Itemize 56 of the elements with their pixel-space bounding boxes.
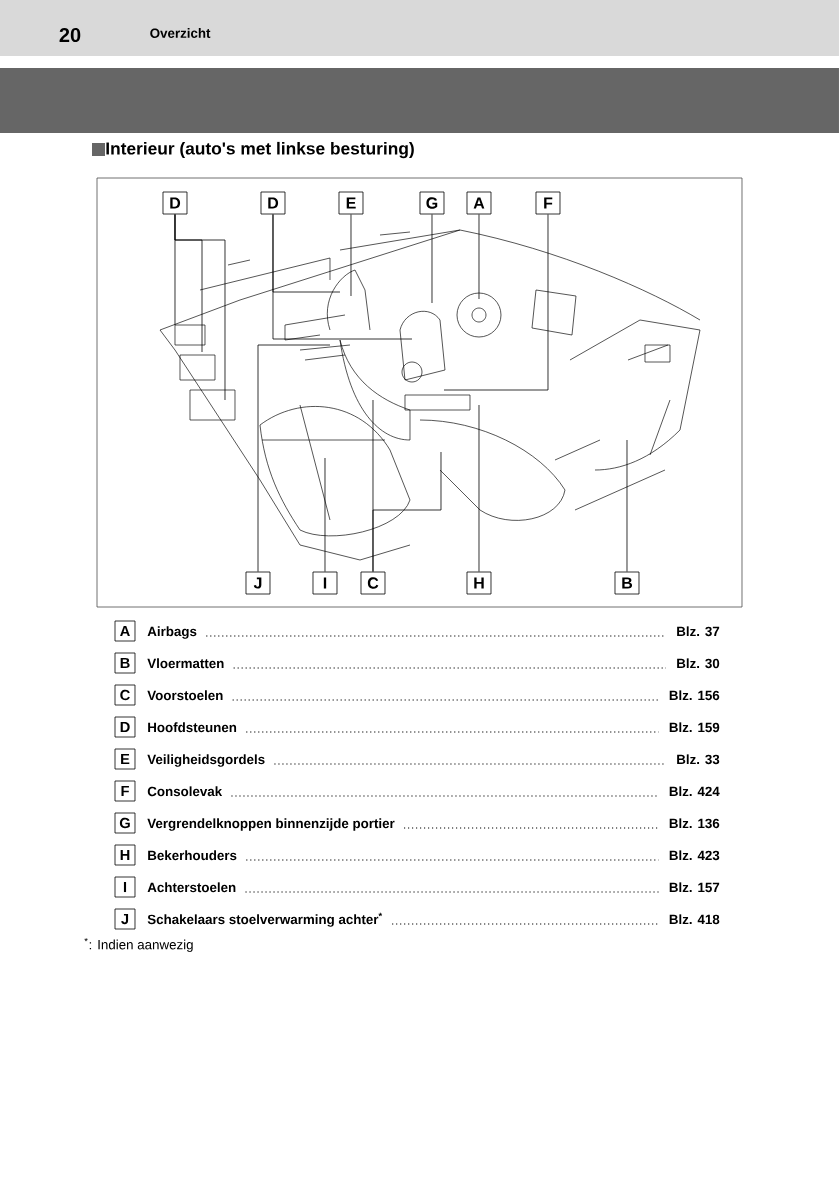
page-number: 20 xyxy=(59,27,81,43)
entry-text: Consolevak xyxy=(147,786,223,797)
heading: Interieur (auto's met linkse besturing) xyxy=(106,141,414,159)
callout-letter: D xyxy=(260,191,286,215)
list-letter: F xyxy=(114,780,136,802)
page-reference: Blz. 30 xyxy=(677,658,720,669)
callout-letter: F xyxy=(535,191,561,215)
entry-text: Hoofdsteunen xyxy=(148,722,237,733)
list-letter: D xyxy=(114,716,136,738)
page-reference: Blz. 33 xyxy=(677,754,720,765)
page-reference: Blz. 136 xyxy=(669,818,720,829)
page-reference: Blz. 37 xyxy=(677,626,720,637)
callout-letter: A xyxy=(466,191,492,215)
leader-line xyxy=(174,214,226,401)
entry-text: Vloermatten xyxy=(147,658,224,669)
list-letter: A xyxy=(114,620,136,642)
list-letter: H xyxy=(114,844,136,866)
leader-line xyxy=(478,404,480,572)
page-reference: Blz. 423 xyxy=(669,850,720,861)
entry-text: Bekerhouders xyxy=(148,850,237,861)
leader-line xyxy=(272,214,413,340)
entry-text: Veiligheidsgordels xyxy=(147,754,265,767)
page-reference: Blz. 157 xyxy=(669,882,720,893)
list-letter: B xyxy=(114,652,136,674)
leader-line xyxy=(478,214,480,300)
leader-line xyxy=(431,214,433,304)
list-letter: E xyxy=(114,748,136,770)
entry-text: Vergrendelknoppen binnenzijde portier xyxy=(147,818,395,831)
leader-line xyxy=(350,214,352,297)
callout-letter: I xyxy=(312,571,338,595)
list-letter: I xyxy=(114,876,136,898)
leader-line xyxy=(443,214,549,391)
leader-line xyxy=(626,439,628,572)
section-name: Overzicht xyxy=(150,28,211,38)
callout-letter: D xyxy=(162,191,188,215)
list-letter: G xyxy=(114,812,136,834)
callout-letter: G xyxy=(419,191,445,215)
callout-letter: H xyxy=(466,571,492,595)
callout-letter: B xyxy=(614,571,640,595)
footnote: $^{*}$: Indien aanwezig xyxy=(84,938,193,952)
entry-text: Achterstoelen xyxy=(147,882,236,893)
leader-line xyxy=(372,451,442,572)
callout-letter: J xyxy=(245,571,271,595)
callout-letter: E xyxy=(338,191,364,215)
page-reference: Blz. 156 xyxy=(669,690,720,701)
list-letter: J xyxy=(114,908,136,930)
leader-line xyxy=(324,457,326,572)
page-reference: Blz. 418 xyxy=(669,914,720,925)
entry-text: Airbags xyxy=(147,626,197,639)
callout-letter: C xyxy=(360,571,386,595)
entry-text: Schakelaars stoelverwarming achter$^{*}$ xyxy=(147,912,383,927)
leader-line xyxy=(257,344,331,572)
list-letter: C xyxy=(114,684,136,706)
entry-text: Voorstoelen xyxy=(147,690,223,701)
page-reference: Blz. 424 xyxy=(669,786,720,796)
page-reference: Blz. 159 xyxy=(669,722,720,733)
